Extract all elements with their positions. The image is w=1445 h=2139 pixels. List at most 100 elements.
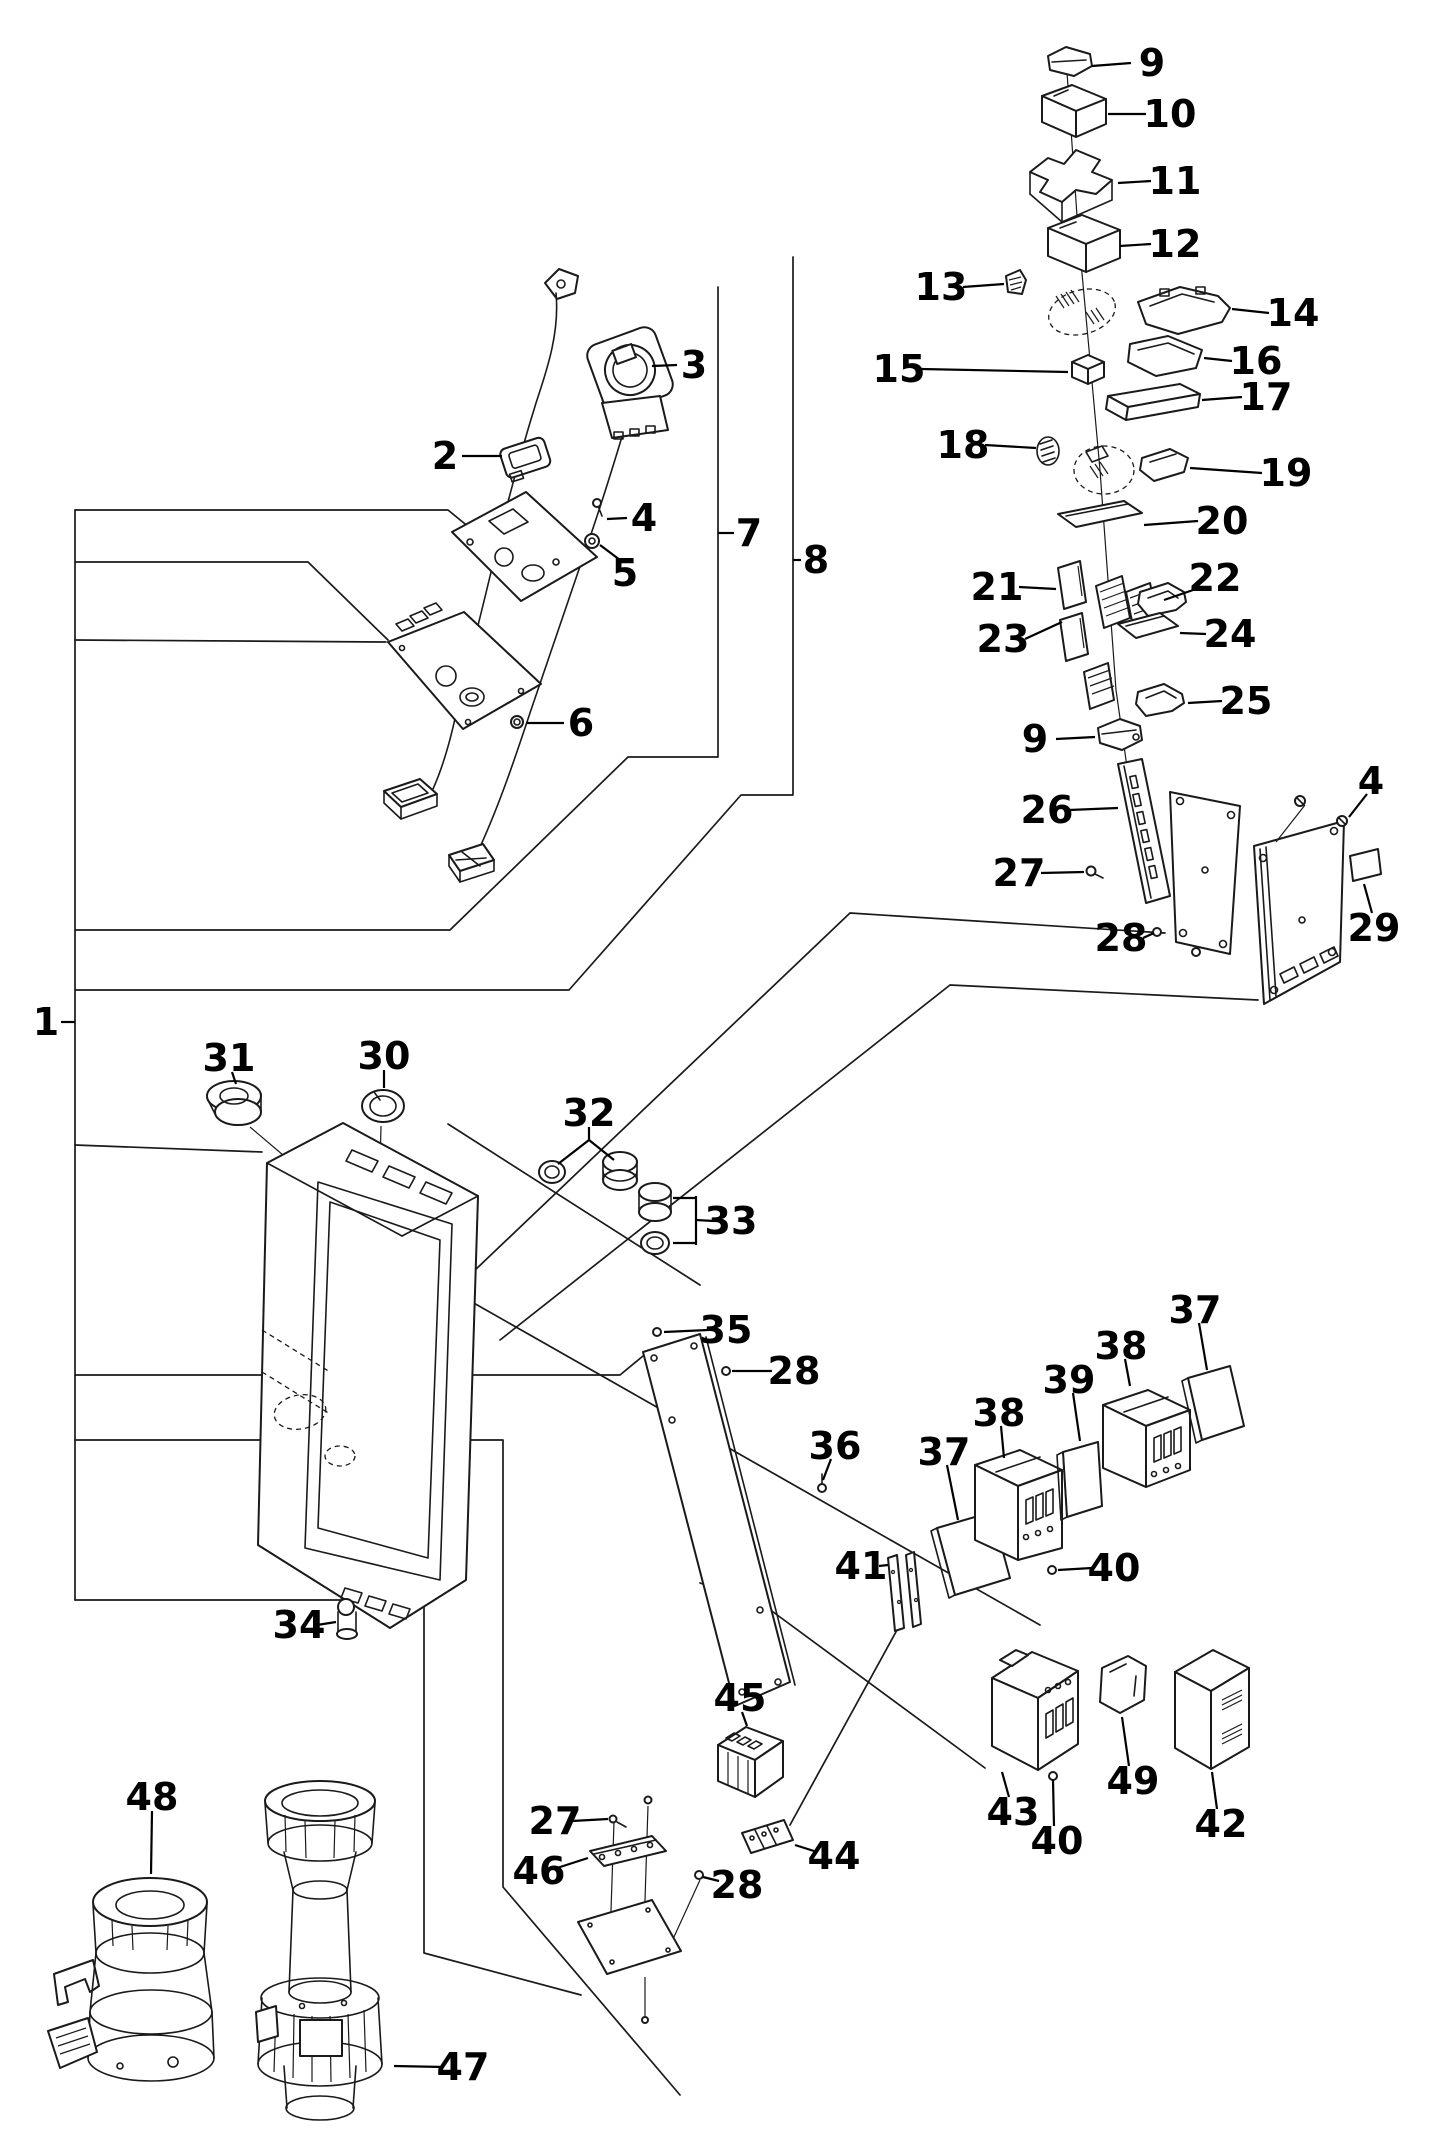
group-mounting-panel <box>642 1327 827 1707</box>
leader-line <box>663 1328 709 1334</box>
part-pcb-2 <box>1253 820 1345 1005</box>
part-mounting-panel <box>642 1333 796 1707</box>
part-faceplate-upper <box>451 491 598 602</box>
part-42-power-supply <box>1174 1649 1250 1770</box>
callout-9: 9 <box>1091 41 1165 85</box>
part-31-gland <box>206 1080 262 1126</box>
callout-number: 28 <box>1095 916 1148 960</box>
leader-line <box>1348 793 1368 818</box>
part-9b-cap <box>1097 718 1143 751</box>
leader-line <box>962 282 1005 289</box>
leader-line <box>1163 587 1197 602</box>
callout-33: 33 <box>673 1196 757 1245</box>
callout-number: 3 <box>681 343 707 387</box>
callout-number: 35 <box>700 1308 753 1352</box>
leader-line <box>1018 585 1057 591</box>
leader-line <box>1123 1358 1132 1387</box>
part-9-cap <box>1047 46 1093 77</box>
callout-1: 1 <box>33 1000 75 1044</box>
callout-number: 5 <box>612 551 638 595</box>
callout-number: 6 <box>568 701 594 745</box>
part-20-strip <box>1057 500 1143 528</box>
part-33-ring <box>640 1231 670 1255</box>
leader-line <box>1203 356 1233 363</box>
callout-37: 37 <box>1169 1288 1222 1371</box>
callout-number: 45 <box>714 1676 767 1720</box>
part-10-connector <box>1041 84 1107 138</box>
part-27c-screw <box>608 1795 653 1828</box>
leader-line <box>1117 179 1152 185</box>
callout-3: 3 <box>651 343 707 387</box>
callout-number: 46 <box>513 1849 566 1893</box>
callout-number: 39 <box>1043 1358 1096 1402</box>
part-4b-screws <box>1275 795 1348 843</box>
callout-number: 4 <box>631 496 657 540</box>
leader-line <box>1051 1779 1056 1827</box>
leader-line <box>606 516 628 521</box>
callout-24: 24 <box>1179 612 1256 656</box>
leader-line <box>1210 1771 1219 1810</box>
callout-7: 7 <box>718 511 762 555</box>
part-30-ring <box>361 1089 405 1123</box>
callout-number: 1 <box>33 1000 59 1044</box>
callout-number: 23 <box>977 617 1030 661</box>
leader-line <box>1143 519 1199 527</box>
callout-number: 15 <box>873 347 926 391</box>
leader-line <box>571 1817 609 1823</box>
callout-number: 13 <box>915 265 968 309</box>
leader-line <box>1179 631 1207 636</box>
callout-40: 40 <box>1031 1779 1084 1863</box>
callout-number: 18 <box>937 423 990 467</box>
part-47-plug <box>255 1780 383 2121</box>
part-23-plate <box>1059 612 1089 662</box>
callout-number: 40 <box>1088 1546 1141 1590</box>
callout-number: 37 <box>1169 1288 1222 1332</box>
callout-number: 29 <box>1348 906 1401 950</box>
callout-number: 11 <box>1149 159 1202 203</box>
leader-line <box>1000 1771 1011 1798</box>
callout-number: 25 <box>1220 679 1273 723</box>
leader-line <box>1055 735 1096 741</box>
part-25-contacts <box>1083 662 1185 717</box>
leader-line <box>1091 61 1132 68</box>
callout-6: 6 <box>526 701 594 745</box>
callout-11: 11 <box>1117 159 1202 203</box>
callout-number: 36 <box>809 1424 862 1468</box>
callout-46: 46 <box>513 1849 589 1893</box>
part-cable-connector-top <box>544 268 579 300</box>
callout-number: 26 <box>1021 788 1074 832</box>
callout-47: 47 <box>393 2045 490 2089</box>
callout-13: 13 <box>915 265 1005 309</box>
callout-45: 45 <box>714 1676 767 1727</box>
callout-number: 47 <box>437 2045 490 2089</box>
part-16-plate <box>1127 335 1203 377</box>
part-28b-screw <box>1152 927 1201 957</box>
group-rail-and-boards <box>1085 758 1382 1005</box>
callout-23: 23 <box>977 617 1063 661</box>
part-pcb-1 <box>1169 791 1241 955</box>
callout-number: 10 <box>1144 92 1197 136</box>
callout-29: 29 <box>1348 883 1401 950</box>
callout-number: 9 <box>1139 41 1165 85</box>
callout-37: 37 <box>918 1430 970 1521</box>
leader-line <box>1119 242 1152 248</box>
part-38a-contactor <box>974 1449 1063 1561</box>
part-17-housing <box>1105 383 1201 421</box>
group-connector-stack <box>1005 46 1231 751</box>
callout-41: 41 <box>835 1544 889 1588</box>
leader-line <box>588 1139 615 1161</box>
group-control-panel-assembly <box>383 268 674 883</box>
callout-44: 44 <box>794 1834 860 1878</box>
leader-line <box>651 363 678 368</box>
callout-number: 31 <box>203 1036 256 1080</box>
leader-line <box>1071 1392 1082 1442</box>
part-contact-cluster-a <box>1048 288 1116 336</box>
callout-14: 14 <box>1231 291 1319 335</box>
leader-line <box>1040 870 1085 875</box>
part-43-contactor <box>991 1649 1079 1771</box>
callout-32: 32 <box>557 1091 615 1165</box>
part-39-plate <box>1056 1441 1103 1521</box>
callout-number: 30 <box>358 1034 411 1078</box>
callout-15: 15 <box>873 347 1069 391</box>
callout-number: 40 <box>1031 1819 1084 1863</box>
